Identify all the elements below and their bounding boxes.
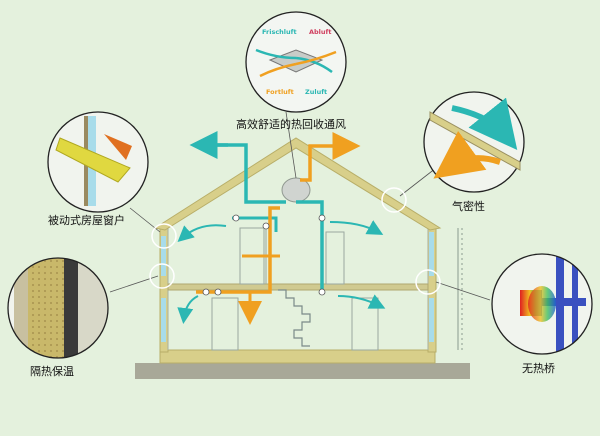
thermal-bridge-detail-circle	[491, 253, 593, 355]
fortluft-label: Fortluft	[266, 88, 294, 96]
hrv-label: 高效舒适的热回收通风	[236, 118, 346, 131]
windows-label: 被动式房屋窗户	[48, 214, 125, 227]
airflow-arrows	[177, 220, 386, 324]
abluft-label: Abluft	[309, 28, 332, 36]
ground-slab	[135, 349, 470, 379]
airtight-label: 气密性	[452, 200, 485, 213]
house-structure	[153, 137, 463, 353]
ventilation-ducts	[189, 131, 361, 325]
insulation-label: 隔热保温	[30, 365, 74, 378]
window-detail-circle	[47, 111, 149, 213]
hrv-detail-circle	[245, 11, 347, 113]
zuluft-label: Zuluft	[305, 88, 328, 96]
detail-markers	[149, 187, 441, 295]
frischluft-label: Frischluft	[262, 28, 297, 36]
no-thermal-bridge-label: 无热桥	[522, 362, 555, 375]
insulation-detail-circle	[7, 257, 109, 359]
airtight-detail-circle	[423, 91, 525, 193]
